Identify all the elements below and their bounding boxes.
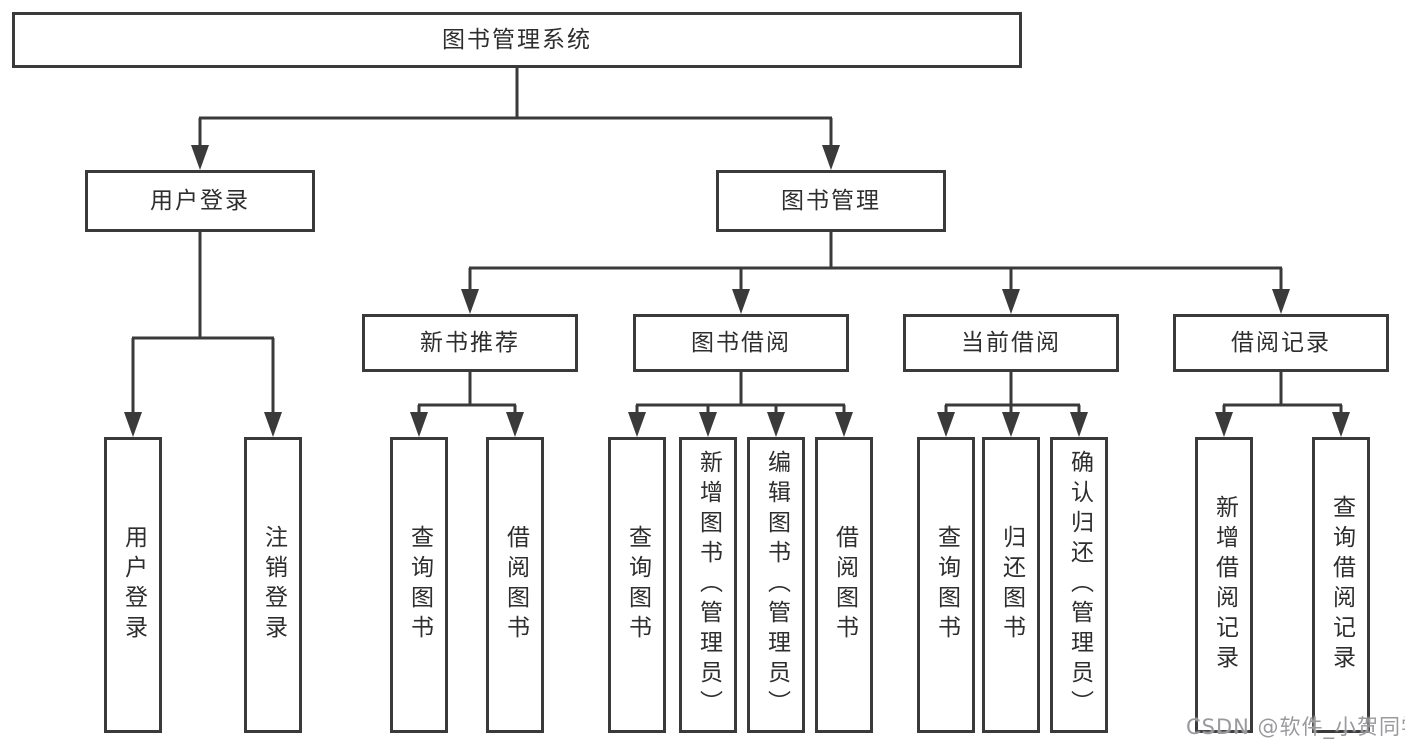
leaf-records-add-record-label: 新增借阅记录 xyxy=(1211,495,1238,675)
leaf-records-add-record: 新增借阅记录 xyxy=(1195,437,1253,733)
leaf-newbook-query-books-label: 查询图书 xyxy=(406,525,433,645)
leaf-current-return-books-label: 归还图书 xyxy=(998,525,1025,645)
leaf-newbook-borrow-books: 借阅图书 xyxy=(486,437,544,733)
leaf-borrowing-query-books-label: 查询图书 xyxy=(624,525,651,645)
leaf-newbook-borrow-books-label: 借阅图书 xyxy=(502,525,529,645)
leaf-current-confirm-return-admin: 确认归还（管理员） xyxy=(1050,437,1108,733)
leaf-records-query-record-label: 查询借阅记录 xyxy=(1328,495,1355,675)
leaf-current-query-books-label: 查询图书 xyxy=(933,525,960,645)
node-borrowing-records-label: 借阅记录 xyxy=(1231,329,1331,356)
leaf-borrowing-edit-books-admin: 编辑图书（管理员） xyxy=(747,437,805,733)
leaf-borrowing-add-books-admin-label: 新增图书（管理员） xyxy=(695,450,722,720)
arrowheads xyxy=(124,145,1350,437)
leaf-user-login: 用户登录 xyxy=(104,437,162,733)
node-book-borrowing: 图书借阅 xyxy=(633,314,849,372)
leaf-borrowing-add-books-admin: 新增图书（管理员） xyxy=(679,437,737,733)
leaf-borrowing-edit-books-admin-label: 编辑图书（管理员） xyxy=(763,450,790,720)
node-new-book-recommendation: 新书推荐 xyxy=(362,314,578,372)
leaf-newbook-query-books: 查询图书 xyxy=(390,437,448,733)
leaf-borrowing-borrow-books-label: 借阅图书 xyxy=(831,525,858,645)
leaf-current-return-books: 归还图书 xyxy=(982,437,1040,733)
leaf-borrowing-borrow-books: 借阅图书 xyxy=(815,437,873,733)
watermark: CSDN @软件_小贺同学 xyxy=(1186,715,1405,739)
node-root-label: 图书管理系统 xyxy=(442,26,592,53)
node-user-login: 用户登录 xyxy=(85,170,315,232)
node-user-login-label: 用户登录 xyxy=(150,187,250,214)
leaf-current-query-books: 查询图书 xyxy=(917,437,975,733)
leaf-logout: 注销登录 xyxy=(244,437,302,733)
node-book-management-label: 图书管理 xyxy=(781,187,881,214)
node-current-borrowing-label: 当前借阅 xyxy=(961,329,1061,356)
node-current-borrowing: 当前借阅 xyxy=(903,314,1119,372)
node-root: 图书管理系统 xyxy=(12,12,1022,68)
leaf-borrowing-query-books: 查询图书 xyxy=(608,437,666,733)
leaf-current-confirm-return-admin-label: 确认归还（管理员） xyxy=(1066,450,1093,720)
node-book-management: 图书管理 xyxy=(716,170,946,232)
node-book-borrowing-label: 图书借阅 xyxy=(691,329,791,356)
node-new-book-recommendation-label: 新书推荐 xyxy=(420,329,520,356)
leaf-user-login-label: 用户登录 xyxy=(120,525,147,645)
node-borrowing-records: 借阅记录 xyxy=(1173,314,1389,372)
leaf-logout-label: 注销登录 xyxy=(260,525,287,645)
leaf-records-query-record: 查询借阅记录 xyxy=(1312,437,1370,733)
